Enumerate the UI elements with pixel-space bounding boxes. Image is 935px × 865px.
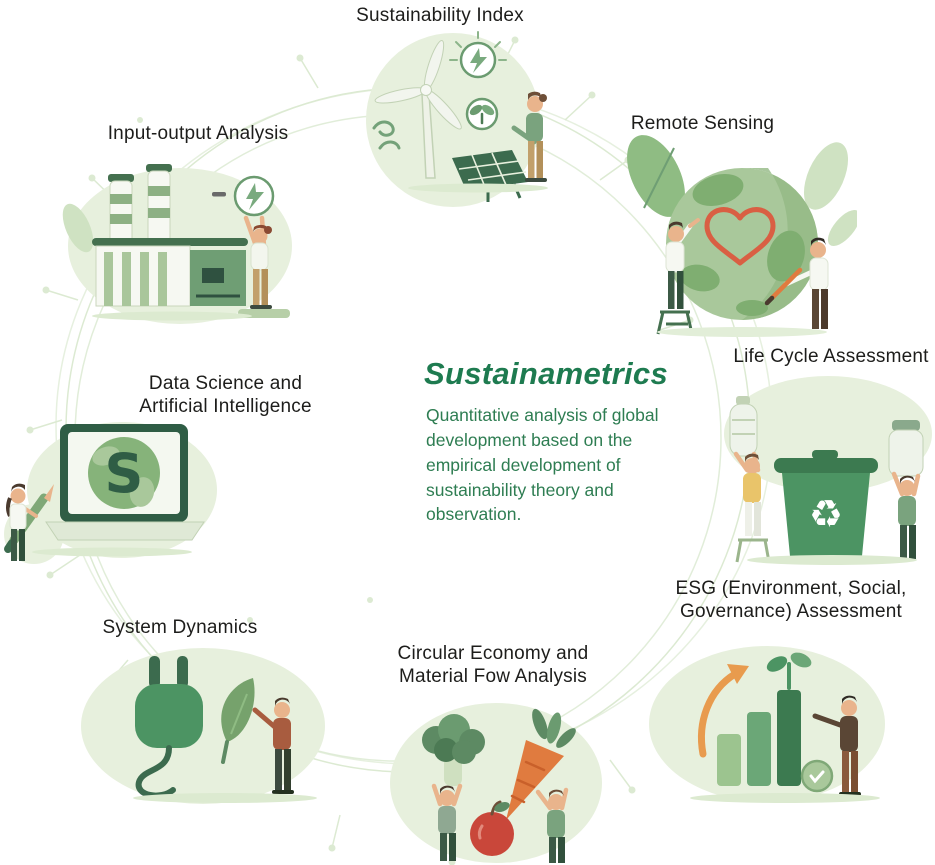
ground-shadow xyxy=(133,793,317,803)
minus-icon xyxy=(212,192,226,197)
sprout-circle-icon xyxy=(465,97,499,131)
plant-icon xyxy=(766,652,812,690)
illustration-circular-economy xyxy=(390,703,602,863)
bottle-icon xyxy=(729,396,758,457)
label-system-dynamics: System Dynamics xyxy=(102,617,258,638)
ground-shadow xyxy=(747,555,917,565)
apple-icon xyxy=(470,800,514,856)
label-circular-economy: Circular Economy and Material Fow Analys… xyxy=(397,643,589,688)
wind-icon xyxy=(372,120,401,150)
person-icon xyxy=(431,783,463,861)
label-life-cycle-assessment: Life Cycle Assessment xyxy=(733,346,929,367)
leaf-icon xyxy=(221,678,255,764)
leaf-icon xyxy=(827,209,857,247)
ground-shadow xyxy=(32,547,192,557)
illustration-system-dynamics xyxy=(81,648,325,804)
person-icon xyxy=(252,697,294,794)
illustration-sustainability-index xyxy=(366,31,548,207)
chimney-icon xyxy=(108,164,172,246)
label-remote-sensing: Remote Sensing xyxy=(630,113,775,134)
page-title: Sustainametrics xyxy=(424,356,668,391)
growth-arrow-icon xyxy=(698,664,749,758)
jar-icon xyxy=(888,420,924,477)
person-icon xyxy=(812,695,861,796)
pencil-icon xyxy=(769,267,803,301)
ground-shadow xyxy=(690,793,880,803)
lightning-circle-icon xyxy=(449,31,507,79)
illustration-remote-sensing xyxy=(627,135,857,337)
illustration-data-science-ai: S xyxy=(4,422,217,564)
label-esg-assessment: ESG (Environment, Social, Governance) As… xyxy=(675,578,907,623)
coin-icon xyxy=(800,759,834,793)
bar-chart-icon xyxy=(717,690,801,786)
label-data-science-ai: Data Science and Artificial Intelligence xyxy=(139,373,312,418)
person-icon xyxy=(511,91,547,182)
illustration-esg-assessment xyxy=(649,646,885,803)
factory-icon xyxy=(92,238,248,307)
person-icon xyxy=(733,451,771,563)
wind-turbine-icon xyxy=(374,39,462,179)
label-sustainability-index: Sustainability Index xyxy=(356,5,524,26)
lightning-circle-icon xyxy=(233,175,275,217)
sustainability-s-glyph: S xyxy=(105,442,144,505)
person-icon xyxy=(535,787,569,863)
broccoli-icon xyxy=(422,714,485,786)
illustration-life-cycle-assessment: ♻ xyxy=(724,376,932,565)
laptop-icon: S xyxy=(45,424,205,541)
ground-shadow xyxy=(92,311,252,321)
globe-icon xyxy=(88,437,160,509)
person-icon xyxy=(4,483,54,561)
recycle-bin-icon: ♻ xyxy=(774,450,878,556)
ground-shadow xyxy=(657,327,827,337)
recycle-symbol: ♻ xyxy=(809,492,843,536)
illustration-input-output-analysis xyxy=(62,164,292,324)
earth-icon xyxy=(666,168,818,320)
plug-icon xyxy=(135,656,203,799)
person-icon xyxy=(891,471,921,559)
person-icon xyxy=(764,237,829,329)
label-input-output-analysis: Input-output Analysis xyxy=(107,123,289,144)
page-description: Quantitative analysis of global developm… xyxy=(426,405,659,525)
leaf-icon xyxy=(62,203,94,253)
leaf-icon xyxy=(803,142,849,210)
leaf-vein xyxy=(643,147,675,209)
pencil-tip xyxy=(44,484,54,502)
carrot-icon xyxy=(506,708,576,820)
heart-icon xyxy=(704,207,776,266)
ground-shadow xyxy=(408,183,548,193)
